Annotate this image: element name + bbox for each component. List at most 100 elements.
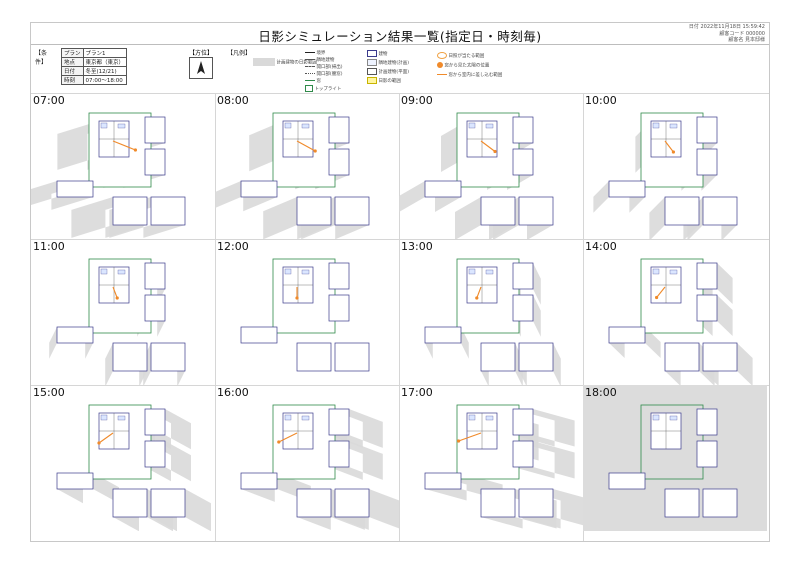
shadow-area — [329, 409, 383, 448]
building-outline — [512, 440, 534, 468]
plan-drawing — [240, 404, 399, 530]
plan-drawing — [215, 112, 370, 239]
shadow-area — [519, 489, 583, 529]
panel: 08:00 — [215, 93, 399, 239]
plan-drawing — [424, 258, 561, 385]
building-outline — [112, 342, 148, 372]
shadow-area — [145, 441, 191, 482]
sun-point — [313, 149, 317, 153]
panel-time: 10:00 — [585, 94, 617, 107]
building-outline — [518, 488, 554, 518]
sun-point — [295, 296, 299, 300]
building-outline — [664, 488, 700, 518]
legend-building: 建物 — [367, 50, 387, 57]
building-outline — [424, 326, 462, 344]
building-outline — [150, 488, 186, 518]
fixture — [301, 415, 310, 421]
plan-drawing — [424, 404, 583, 529]
building-outline — [664, 196, 700, 226]
plan-drawing — [608, 258, 753, 385]
building-outline — [328, 262, 350, 290]
panel: 09:00 — [399, 93, 583, 239]
building-outline — [150, 196, 186, 226]
plan-drawing — [56, 404, 211, 531]
fixture — [669, 123, 678, 129]
sun-ray — [458, 432, 482, 442]
fixture — [468, 414, 476, 421]
fixture — [669, 415, 678, 421]
building-outline — [144, 148, 166, 176]
fixture — [284, 414, 292, 421]
legend-neighbor-plan: 隣地建物(計画) — [367, 59, 409, 66]
panel: 15:00 — [31, 385, 215, 531]
shadow-area — [513, 441, 575, 479]
panel-time: 13:00 — [401, 240, 433, 253]
legend-window: 窓 — [305, 78, 321, 84]
sun-ray — [656, 286, 666, 298]
legend-opening-full: 開口部(掃出) — [305, 64, 342, 70]
sun-point — [671, 150, 675, 154]
header-meta: 日付 2022年11月18日 15:59:42 顧客コード 000000 顧客名… — [689, 24, 765, 44]
compass-box — [189, 57, 213, 79]
plan-drawing — [583, 385, 767, 531]
building-outline — [512, 116, 534, 144]
building-outline — [334, 196, 370, 226]
building-outline — [328, 116, 350, 144]
fixture — [669, 269, 678, 275]
panel-time: 15:00 — [33, 386, 65, 399]
legend-section: 【凡例】 計画建物の日影範囲 境界 隣地建物 開口部(掃出) 開口部(腰窓) 窓… — [227, 48, 567, 93]
building-outline — [56, 180, 94, 198]
fixture — [100, 122, 108, 129]
cond-key: 日付 — [61, 66, 84, 76]
cond-key: 地点 — [61, 57, 84, 67]
direction-section: 【方位】 — [189, 48, 214, 79]
plan-drawing — [399, 112, 554, 239]
building-outline — [334, 342, 370, 372]
building-outline — [480, 342, 516, 372]
legend-sun-inside: 窓から室内に差し込む範囲 — [437, 72, 502, 78]
fixture — [468, 122, 476, 129]
building-outline — [144, 262, 166, 290]
panel: 12:00 — [215, 239, 399, 385]
cond-key: プラン — [61, 48, 84, 58]
building-outline — [696, 440, 718, 468]
shadow-area — [145, 409, 191, 450]
legend-shade-range: 日影の範囲 — [367, 77, 401, 84]
direction-label: 【方位】 — [189, 50, 214, 57]
panel: 17:00 — [399, 385, 583, 531]
title-bar: 日影シミュレーション結果一覧(指定日・時刻毎) 日付 2022年11月18日 1… — [31, 23, 769, 45]
north-arrow-icon — [197, 61, 205, 74]
simulation-sheet: 日影シミュレーション結果一覧(指定日・時刻毎) 日付 2022年11月18日 1… — [30, 22, 770, 542]
sun-point — [457, 439, 461, 443]
building-outline — [512, 262, 534, 290]
building-outline — [518, 342, 554, 372]
panel: 07:00 — [31, 93, 215, 239]
building-outline — [696, 148, 718, 176]
building-outline — [696, 294, 718, 322]
cond-row: プランプラン1 — [61, 48, 128, 58]
building-outline — [702, 196, 738, 226]
building-outline — [664, 342, 700, 372]
meta-customer-name: 顧客名 見本邸様 — [728, 37, 765, 43]
legend-neighbor: 隣地建物 — [305, 57, 334, 63]
fixture — [652, 268, 660, 275]
legend-toplight: トップライト — [305, 85, 341, 92]
building-outline — [702, 342, 738, 372]
sun-ray — [112, 140, 136, 151]
fixture — [284, 122, 292, 129]
building-outline — [696, 116, 718, 144]
fixture — [652, 122, 660, 129]
page-title: 日影シミュレーション結果一覧(指定日・時刻毎) — [258, 29, 542, 44]
building-outline — [240, 326, 278, 344]
legend-opening-half: 開口部(腰窓) — [305, 71, 342, 77]
meta-date: 日付 2022年11月18日 15:59:42 — [688, 24, 765, 30]
fixture — [301, 269, 310, 275]
panel: 10:00 — [583, 93, 767, 239]
sun-point — [475, 296, 479, 300]
building-outline — [112, 488, 148, 518]
legend-building-plan: 計画建物(平面) — [367, 68, 409, 75]
building-outline — [296, 196, 332, 226]
building-outline — [328, 294, 350, 322]
sun-ray — [480, 140, 496, 152]
building-outline — [144, 440, 166, 468]
